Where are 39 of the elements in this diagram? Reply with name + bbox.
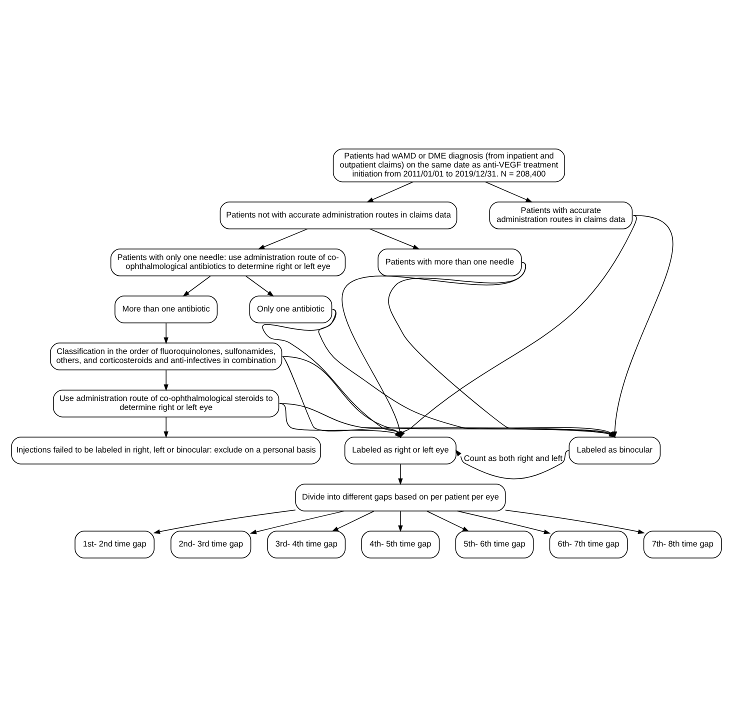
node-box: 5th- 6th time gap — [455, 530, 534, 558]
arrow — [164, 416, 168, 438]
node-box: 1st- 2nd time gap — [74, 530, 155, 558]
node-box: Use administration route of co-ophthalmological steroids to determine right or left eye — [53, 389, 280, 417]
arrow — [505, 509, 645, 534]
arrow — [455, 449, 570, 479]
arrow — [369, 228, 420, 249]
node-box: Injections failed to be labeled in right, left or binocular: exclude on a personal basis — [11, 436, 321, 464]
arrow — [366, 181, 414, 202]
arrow — [258, 228, 308, 249]
arrow — [250, 510, 344, 534]
node-box: Patients with accurate administration routes in claims data — [489, 201, 633, 229]
arrow — [153, 509, 296, 534]
node-box: 3rd- 4th time gap — [267, 530, 346, 558]
arrow — [398, 510, 403, 532]
node-box: Classification in the order of fluoroquinolones, sulfonamides, others, and corticosteroids and anti-infectives in combination — [50, 342, 282, 370]
arrow — [182, 275, 211, 296]
node-box: 7th- 8th time gap — [643, 530, 722, 558]
arrow — [426, 510, 470, 532]
node-box: Patients with only one needle: use administration route of co-ophthalmological antibiotics to determine right or left eye — [110, 248, 346, 276]
arrow — [164, 322, 168, 344]
node-box: 2nd- 3rd time gap — [170, 530, 252, 558]
arrow — [245, 275, 274, 296]
arrow — [456, 510, 551, 534]
edge-label: Count as both right and left — [464, 453, 562, 462]
node-box: More than one antibiotic — [114, 295, 218, 323]
node-box: Divide into different gaps based on per patient per eye — [295, 483, 506, 511]
node-box: 4th- 5th time gap — [361, 530, 440, 558]
node-box: Patients not with accurate administration routes in claims data — [220, 201, 458, 229]
arrow — [484, 181, 533, 202]
arrow — [164, 369, 168, 391]
node-box: Patients had wAMD or DME diagnosis (from inpatient and outpatient claims) on the same date as anti-VEGF treatment initiation from 2011/01/01 to 2019/12/31. N = 208,400 — [332, 148, 566, 182]
node-box: Labeled as right or left eye — [344, 436, 456, 464]
node-box: Only one antibiotic — [249, 295, 332, 323]
arrow — [332, 510, 374, 532]
node-box: 6th- 7th time gap — [549, 530, 628, 558]
arrow — [398, 463, 403, 485]
node-box: Patients with more than one needle — [378, 248, 522, 276]
node-box: Labeled as binocular — [568, 436, 661, 464]
